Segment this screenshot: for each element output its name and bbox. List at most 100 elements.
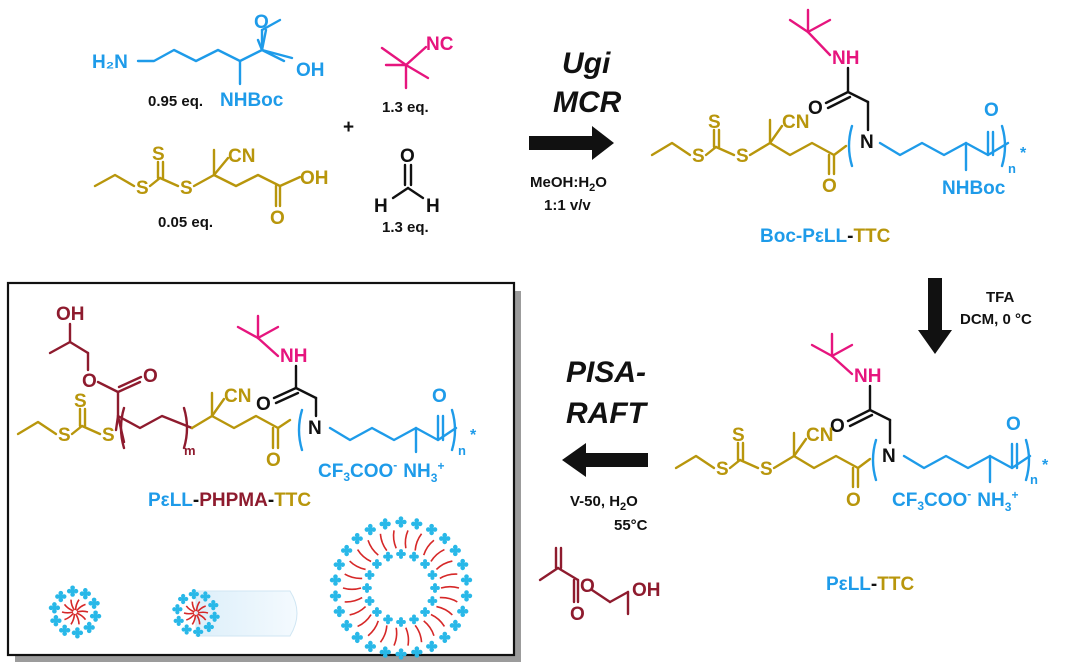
corona-bead [65, 627, 71, 633]
inner-corona-block [430, 583, 440, 593]
outer-corona-block [329, 590, 342, 602]
inner-corona-block [427, 570, 438, 580]
corona-bead [83, 594, 88, 600]
corona-bead [48, 605, 54, 611]
corona-bead [414, 617, 419, 622]
ugi-ratio-label: 1:1 v/v [544, 197, 591, 214]
cta-hydroxyl-label: OH [300, 168, 329, 189]
cta-cn-label: CN [228, 146, 255, 167]
boc-pell-name-dash: - [847, 226, 853, 247]
corona-bead [386, 521, 391, 527]
corona-bead [417, 649, 423, 655]
core-strand [74, 599, 80, 611]
corona-bead [433, 599, 438, 603]
corona-bead [203, 591, 208, 596]
membrane-strand [379, 625, 388, 643]
corona-bead [336, 558, 342, 564]
corona-bead [206, 594, 211, 599]
corona-bead [53, 615, 59, 620]
corona-bead [53, 621, 59, 627]
corona-bead [396, 552, 401, 556]
corona-bead [399, 554, 403, 559]
corona-bead [58, 597, 64, 603]
block-ester-oxygen-1: O [82, 371, 97, 392]
pell-cn-label: CN [806, 425, 833, 446]
membrane-strand [404, 530, 409, 549]
core-strand [197, 613, 207, 621]
pisa-label: PISA- [566, 356, 646, 389]
boc-pell-nh-label: NH [832, 48, 859, 69]
block-name-pell: PεLL [148, 490, 193, 511]
ugi-solvent-text: MeOH:H [530, 174, 589, 191]
corona-bead [336, 612, 342, 618]
corona-bead [412, 614, 416, 619]
corona-bead [412, 551, 416, 556]
core-strand [63, 603, 74, 612]
corona-bead [333, 581, 338, 586]
outer-corona-block [411, 646, 423, 658]
corona-bead [432, 644, 438, 649]
boc-pell-cn-label: CN [782, 112, 809, 133]
pell-ttc-polymer: NH O N S S S CN O O CF3COO-NH3+ n * [674, 332, 1049, 595]
core-strand [191, 601, 197, 612]
outer-corona-block [449, 619, 462, 632]
corona-bead [83, 625, 89, 630]
corona-bead [457, 609, 462, 614]
corona-bead [382, 524, 388, 530]
membrane-strand [379, 533, 388, 552]
outer-corona-block [395, 648, 407, 660]
corona-bead [206, 621, 211, 627]
corona-bead [382, 649, 388, 655]
corona-bead [401, 620, 406, 624]
vesicle [329, 516, 473, 660]
corona-block [188, 588, 199, 600]
corona-bead [364, 599, 369, 603]
corona-bead [442, 536, 448, 541]
boc-lysine-molecule: H₂N O OH NHBoc 0.95 eq. [92, 12, 325, 111]
membrane-strand [430, 548, 445, 562]
membrane-strand [423, 620, 435, 636]
corona-bead [430, 573, 435, 577]
inner-corona-block [396, 549, 406, 559]
pell-ammonium-sub: 3 [1005, 500, 1012, 514]
corona-bead [430, 575, 435, 580]
hpma-monomer: O O OH [538, 546, 661, 625]
outer-corona-block [333, 558, 345, 571]
membrane-strand [436, 605, 453, 616]
cta-carbonyl-oxygen: O [270, 208, 285, 229]
corona-bead [411, 649, 416, 655]
corona-bead [460, 612, 466, 618]
corona-bead [379, 521, 385, 527]
corona-bead [372, 610, 377, 615]
corona-bead [460, 577, 466, 583]
corona-bead [211, 603, 216, 608]
block-counterion-sub: 3 [343, 470, 350, 484]
corona-bead [430, 601, 435, 606]
corona-bead [412, 620, 416, 625]
isocyanide-equivalents: 1.3 eq. [382, 99, 429, 116]
corona-bead [214, 603, 219, 608]
corona-bead [367, 596, 372, 601]
corona-bead [425, 610, 430, 615]
corona-bead [184, 627, 189, 632]
corona-bead [58, 594, 64, 599]
block-repeat-m: m [184, 443, 196, 458]
block-counterion-cf: CF [318, 461, 343, 482]
outer-corona-block [449, 544, 461, 557]
corona-bead [211, 599, 216, 605]
outer-corona-block [329, 574, 342, 586]
boc-pell-star: * [1020, 145, 1027, 162]
hpma-ester-oxygen: O [580, 576, 595, 597]
corona-bead [429, 527, 434, 532]
corona-bead [178, 596, 183, 602]
corona-bead [55, 594, 60, 599]
corona-bead [433, 588, 437, 593]
corona-bead [358, 536, 363, 541]
boc-pell-name-part: Boc-PεLL [760, 226, 848, 247]
corona-bead [209, 614, 214, 619]
corona-bead [58, 590, 64, 596]
corona-bead [52, 605, 57, 611]
tfa-label: TFA [986, 289, 1014, 306]
inner-corona-block [364, 570, 375, 580]
inner-corona-block [420, 559, 430, 569]
